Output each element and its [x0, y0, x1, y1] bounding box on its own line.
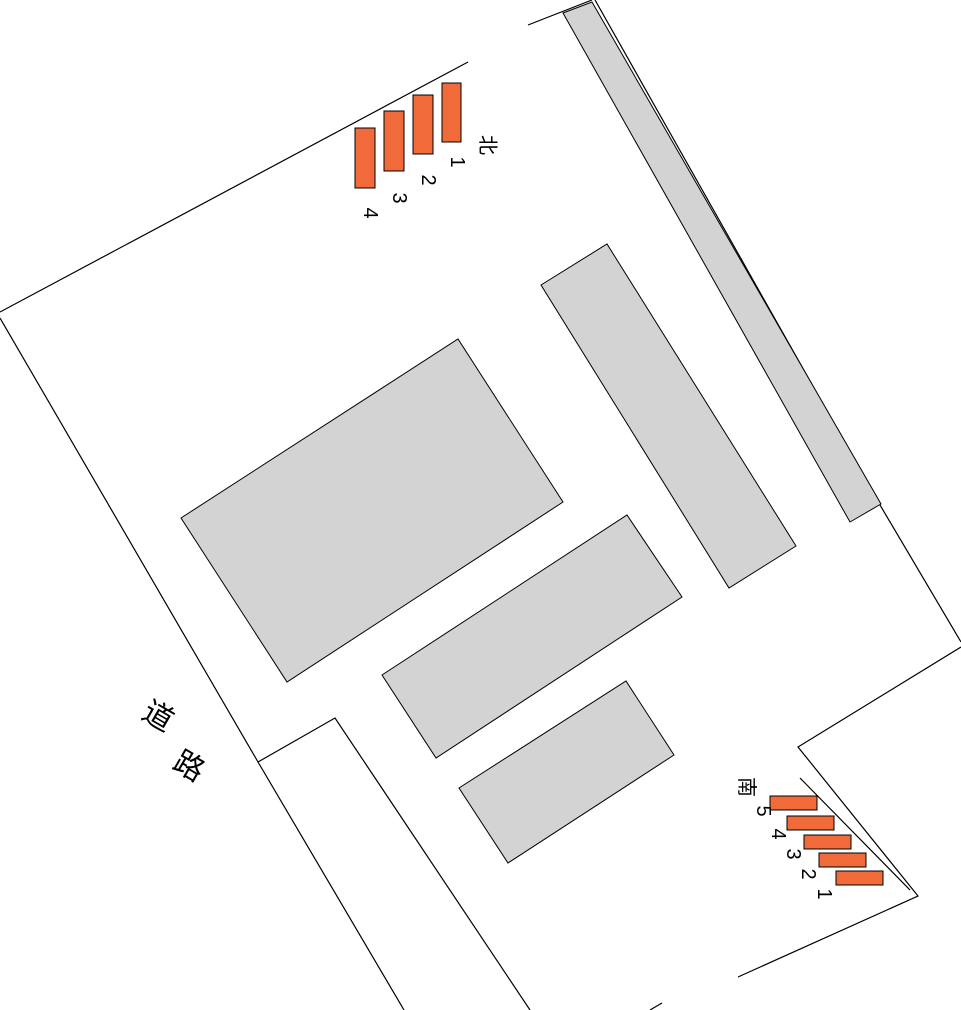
south-parking: 南 5 4 3 2 1	[735, 777, 884, 900]
south-slot-5	[769, 795, 818, 811]
south-slot-4	[786, 815, 835, 831]
south-slot-1	[835, 870, 884, 886]
building-south-small	[458, 680, 675, 864]
north-slot-number: 1	[446, 156, 468, 167]
north-slot-number: 2	[417, 174, 439, 185]
south-direction-label: 南	[735, 777, 758, 797]
north-slot-number: 4	[359, 207, 381, 218]
road-label-char: 道	[136, 694, 179, 739]
south-slot-number: 1	[813, 888, 835, 899]
upper-left-boundary	[527, 0, 593, 26]
south-slot-number: 2	[797, 868, 819, 879]
north-slot-4	[354, 127, 376, 189]
south-slot-2	[818, 852, 867, 868]
south-slot-number: 3	[782, 848, 804, 859]
building-middle	[381, 514, 683, 759]
north-slot-2	[412, 94, 434, 155]
north-boundary-line	[0, 61, 469, 313]
buildings	[180, 1, 882, 864]
road-label: 道 路	[136, 694, 210, 789]
inner-lot-line	[257, 717, 531, 1010]
south-parking-curb	[799, 777, 911, 891]
north-direction-label: 北	[476, 135, 499, 155]
building-main	[180, 338, 564, 683]
south-slot-number: 5	[752, 805, 774, 816]
north-slot-3	[383, 110, 405, 172]
north-parking: 北 1 2 3 4	[354, 82, 499, 219]
south-slot-number: 4	[767, 828, 789, 839]
south-end-line	[649, 1002, 663, 1010]
north-slot-1	[441, 82, 462, 143]
building-east-long	[540, 243, 797, 589]
southeast-notch-line	[737, 646, 961, 978]
north-slot-number: 3	[388, 192, 410, 203]
building-east-strip	[562, 1, 882, 523]
south-slot-3	[803, 834, 852, 850]
road-label-char: 路	[167, 744, 210, 789]
